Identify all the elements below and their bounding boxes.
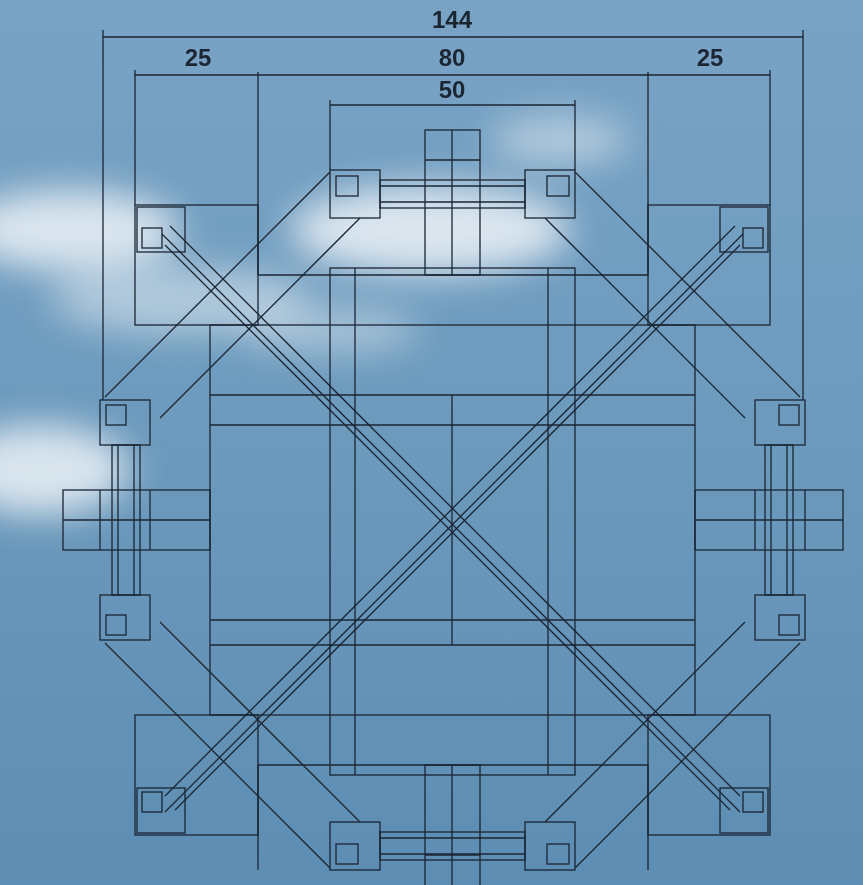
dimension-label: 50: [439, 78, 466, 102]
dimension-label: 25: [697, 46, 724, 70]
dimension-label: 25: [185, 46, 212, 70]
dimension-label: 80: [439, 46, 466, 70]
dimension-label: 144: [432, 8, 472, 32]
